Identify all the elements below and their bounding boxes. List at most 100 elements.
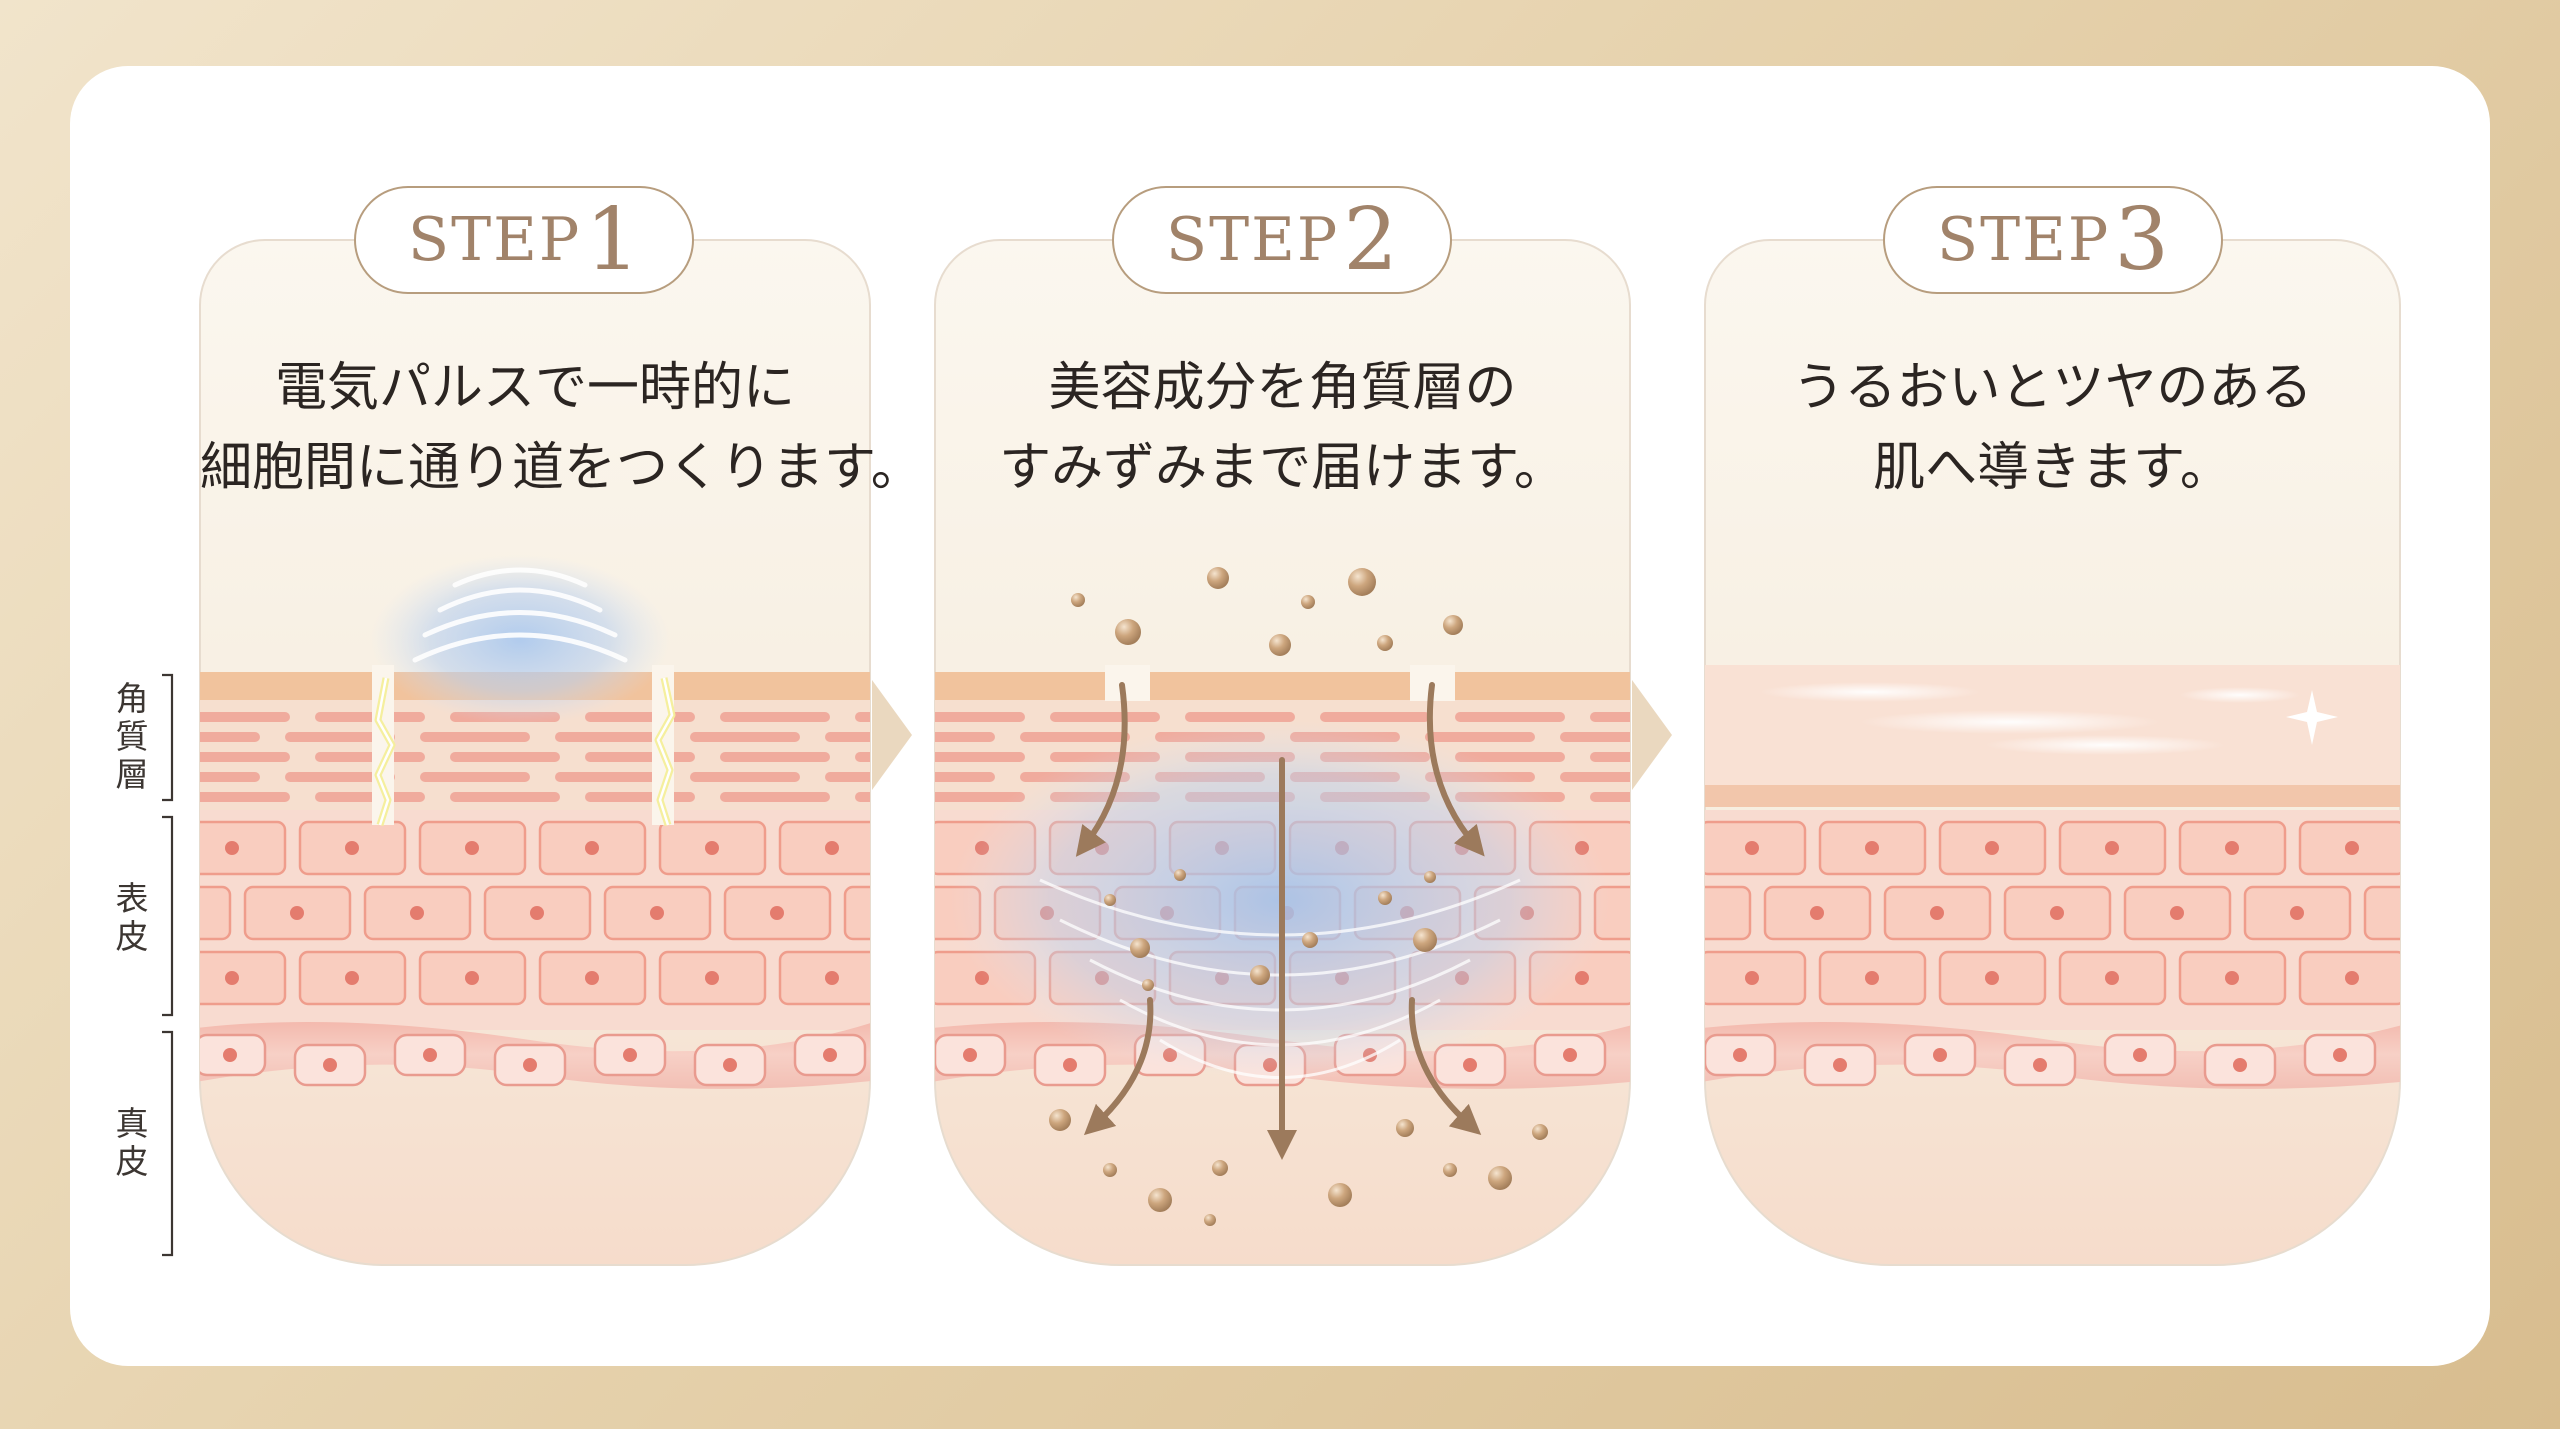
- ingredient-particle: [1204, 1214, 1216, 1226]
- cell-nucleus: [290, 906, 304, 920]
- cell-nucleus: [1640, 906, 1654, 920]
- ingredient-particle: [1174, 869, 1186, 881]
- cell-nucleus: [1563, 1048, 1577, 1062]
- cell-nucleus: [2033, 1058, 2047, 1072]
- corneum-cell: [180, 792, 290, 802]
- cell-nucleus: [225, 971, 239, 985]
- cell-nucleus: [170, 906, 184, 920]
- step-2-number: 2: [1343, 197, 1398, 283]
- step-2-caption: 美容成分を角質層の すみずみまで届けます。: [935, 348, 1630, 508]
- step-1-caption-line1: 電気パルスで一時的に: [200, 348, 870, 428]
- corneum-cell: [315, 792, 425, 802]
- ingredient-particle: [1443, 1163, 1457, 1177]
- corneum-cell: [420, 772, 530, 782]
- cell-nucleus: [650, 906, 664, 920]
- corneum-cell: [420, 732, 530, 742]
- cell-nucleus: [2410, 906, 2424, 920]
- corneum-cell: [915, 712, 1025, 722]
- cell-nucleus: [823, 1048, 837, 1062]
- cell-nucleus: [410, 906, 424, 920]
- cell-nucleus: [1745, 841, 1759, 855]
- cell-nucleus: [1930, 906, 1944, 920]
- epidermis-cell: [1595, 887, 1700, 939]
- ingredient-particle: [1049, 1109, 1071, 1131]
- ingredient-particle: [1443, 615, 1463, 635]
- cell-nucleus: [920, 906, 934, 920]
- cell-nucleus: [2433, 1058, 2447, 1072]
- ingredient-particle: [1148, 1188, 1172, 1212]
- ingredient-particle: [1130, 938, 1150, 958]
- corneum-cell: [1020, 732, 1130, 742]
- cell-nucleus: [1985, 971, 1999, 985]
- cell-nucleus: [1933, 1048, 1947, 1062]
- step-1-badge: STEP1: [354, 186, 694, 294]
- cell-nucleus: [530, 906, 544, 920]
- corneum-cell: [450, 792, 560, 802]
- corneum-cell: [585, 752, 695, 762]
- corneum-cell: [690, 772, 800, 782]
- dermis-cell: [2405, 1045, 2475, 1085]
- cell-nucleus: [890, 906, 904, 920]
- ingredient-particle: [1212, 1160, 1228, 1176]
- cell-nucleus: [585, 971, 599, 985]
- corneum-cell: [150, 772, 260, 782]
- ingredient-particle: [1142, 979, 1154, 991]
- corneum-cell: [555, 732, 665, 742]
- step-1-caption-line2: 細胞間に通り道をつくります。: [200, 428, 870, 508]
- ingredient-particle: [1396, 1119, 1414, 1137]
- corneum-cell: [555, 772, 665, 782]
- cell-nucleus: [705, 971, 719, 985]
- ingredient-particle: [1207, 567, 1229, 589]
- ingredient-particle: [1104, 894, 1116, 906]
- step-2-word: STEP: [1166, 205, 1339, 275]
- cell-nucleus: [345, 971, 359, 985]
- cell-nucleus: [1985, 841, 1999, 855]
- cell-nucleus: [1810, 906, 1824, 920]
- next-arrow-2: [1632, 680, 1672, 790]
- corneum-cell: [720, 792, 830, 802]
- dermis-cell: [1635, 1045, 1705, 1085]
- ingredient-particle: [1250, 965, 1270, 985]
- ingredient-particle: [1115, 619, 1141, 645]
- corneum-cell: [180, 712, 290, 722]
- ingredient-particle: [1348, 568, 1376, 596]
- cell-nucleus: [2050, 906, 2064, 920]
- step-3-word: STEP: [1937, 205, 2110, 275]
- cell-nucleus: [2105, 971, 2119, 985]
- ingredient-particle: [1424, 871, 1436, 883]
- cell-nucleus: [1745, 971, 1759, 985]
- epidermis-cell: [1645, 887, 1750, 939]
- cell-nucleus: [1463, 1058, 1477, 1072]
- ingredient-particle: [1071, 593, 1085, 607]
- step-2-caption-line2: すみずみまで届けます。: [935, 428, 1630, 508]
- cell-nucleus: [523, 1058, 537, 1072]
- cell-nucleus: [2345, 971, 2359, 985]
- cell-nucleus: [2290, 906, 2304, 920]
- step-1-word: STEP: [408, 205, 581, 275]
- ingredient-particle: [1413, 928, 1437, 952]
- ingredient-particle: [1328, 1183, 1352, 1207]
- step-1-number: 1: [585, 197, 640, 283]
- corneum-cell: [690, 732, 800, 742]
- next-arrow-1: [872, 680, 912, 790]
- cell-nucleus: [825, 841, 839, 855]
- corneum-cell: [915, 752, 1025, 762]
- ingredient-particle: [1302, 932, 1318, 948]
- ingredient-particle: [1488, 1166, 1512, 1190]
- cell-nucleus: [1865, 841, 1879, 855]
- ingredient-particle: [1377, 635, 1393, 651]
- corneum-cell: [150, 732, 260, 742]
- corneum-cell: [720, 752, 830, 762]
- ingredient-particle: [1378, 891, 1392, 905]
- cell-nucleus: [1833, 1058, 1847, 1072]
- corneum-cell: [315, 712, 425, 722]
- cell-nucleus: [963, 1048, 977, 1062]
- corneum-cell: [720, 712, 830, 722]
- cell-nucleus: [770, 906, 784, 920]
- corneum-cell: [885, 772, 995, 782]
- cell-nucleus: [1690, 906, 1704, 920]
- step-3-number: 3: [2114, 197, 2169, 283]
- step-2-caption-line1: 美容成分を角質層の: [935, 348, 1630, 428]
